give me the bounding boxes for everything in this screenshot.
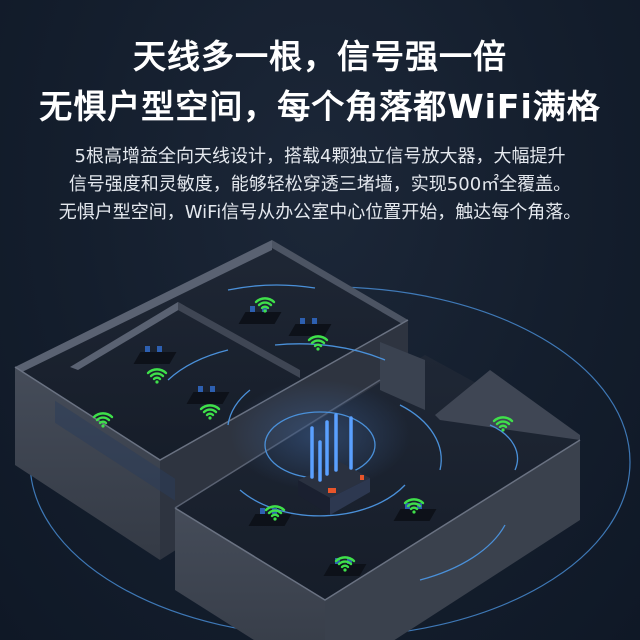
router (298, 413, 370, 515)
description-line-2: 信号强度和灵敏度，能够轻松穿透三堵墙，实现500㎡全覆盖。 (68, 174, 572, 195)
description: 5根高增益全向天线设计，搭载4颗独立信号放大器，大幅提升 信号强度和灵敏度，能够… (0, 143, 640, 227)
description-line-1: 5根高增益全向天线设计，搭载4颗独立信号放大器，大幅提升 (74, 146, 566, 167)
right-building (174, 342, 581, 640)
signal-rings (167, 284, 519, 581)
router-antennas (310, 413, 353, 482)
workstations (55, 306, 437, 576)
left-building (14, 240, 409, 560)
office-floorplan-illustration (14, 240, 631, 640)
headline-line-1: 天线多一根，信号强一倍 (133, 37, 507, 76)
headline-line-2: 无惧户型空间，每个角落都WiFi满格 (39, 87, 601, 126)
description-line-3: 无惧户型空间，WiFi信号从办公室中心位置开始，触达每个角落。 (58, 202, 582, 223)
